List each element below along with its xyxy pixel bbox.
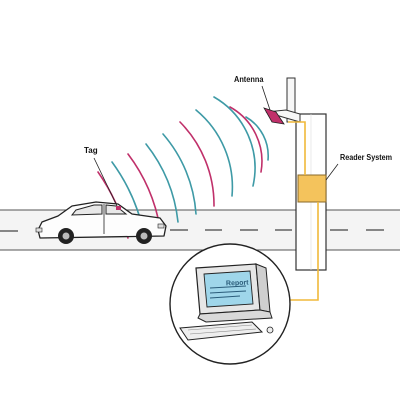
screen-report-text: Report [225,279,249,288]
monitor-screen [203,270,254,308]
road-center-dashes [0,229,384,232]
antenna-head [263,107,285,125]
tag-label: Tag [84,146,98,155]
label-leaders [261,85,339,181]
antenna-cable [288,121,306,175]
antenna-label: Antenna [234,75,264,84]
reader-system-label: Reader System [340,153,393,162]
computer-base [197,309,273,323]
keyboard [179,321,264,341]
mouse [266,326,274,334]
car [35,201,167,244]
screen-lines [209,285,247,299]
tag-pointer [93,157,119,209]
computer-inset [169,243,291,365]
reader-post [263,77,327,271]
car-window-rear [70,204,103,216]
rfid-tag [116,206,121,210]
reader-box [297,174,327,203]
